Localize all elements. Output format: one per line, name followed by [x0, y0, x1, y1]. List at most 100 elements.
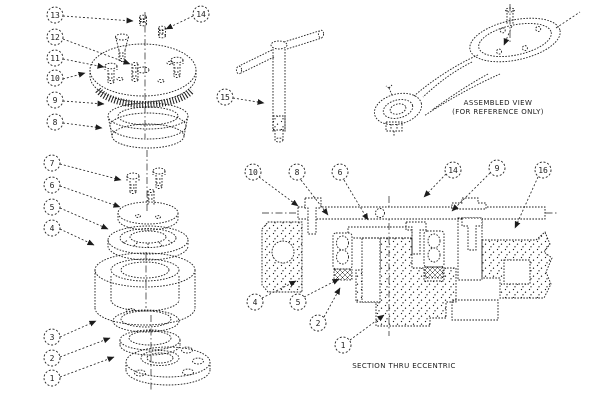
lower-step: [451, 299, 499, 321]
callout-circle: [331, 163, 349, 181]
callout-circle: [46, 6, 64, 24]
leader-line: [59, 207, 109, 230]
tie-rod: [297, 206, 546, 220]
screw-icon: [104, 62, 118, 84]
callout-number: 14: [196, 10, 206, 19]
callout-7: 7: [43, 154, 61, 172]
callout-14: 14: [192, 5, 210, 23]
leader-line: [59, 163, 122, 182]
assembled-view-caption: ASSEMBLED VIEW: [464, 99, 533, 107]
callout-circle: [46, 28, 64, 46]
leader-line: [62, 100, 105, 107]
callout-number: 2: [316, 319, 321, 328]
screw-icon: [126, 172, 140, 194]
shaft-relief: [503, 259, 531, 285]
spanner-tool: [235, 29, 325, 143]
leader-line: [165, 15, 194, 30]
arm: [413, 54, 501, 117]
leader-line: [300, 179, 329, 216]
clamp-bracket: [304, 197, 322, 235]
leader-line: [349, 314, 385, 341]
screw-icon: [152, 167, 166, 189]
stud-icon: [131, 62, 139, 82]
clamp-bracket: [461, 217, 483, 251]
clamp-bracket: [405, 221, 427, 255]
leader-line: [59, 228, 95, 246]
callout-circle: [534, 161, 552, 179]
callout-number: 2: [50, 354, 55, 363]
leader-line: [59, 356, 115, 378]
callout-10: 10: [46, 69, 64, 87]
callout-number: 6: [50, 181, 55, 190]
assembled-view-subcaption: (FOR REFERENCE ONLY): [452, 108, 544, 116]
leader-line: [62, 122, 103, 131]
leader-line: [514, 176, 539, 229]
callout-number: 1: [341, 341, 346, 350]
callout-number: 13: [50, 11, 60, 20]
retaining-ring: [112, 307, 180, 333]
leader-line: [423, 173, 447, 198]
callout-number: 9: [495, 164, 500, 173]
callout-1: 1: [43, 369, 61, 387]
locating-pin: [451, 197, 487, 210]
callout-15: 15: [216, 88, 234, 106]
callout-11: 11: [46, 49, 64, 67]
leader-line: [62, 58, 105, 69]
callout-4: 4: [43, 219, 61, 237]
callout-section-9: 9: [488, 159, 506, 177]
callout-circle: [46, 49, 64, 67]
callout-13: 13: [46, 6, 64, 24]
big-end: [469, 17, 561, 63]
leader-line: [303, 278, 340, 298]
eccentric-body: [355, 237, 457, 327]
callout-number: 12: [50, 33, 60, 42]
callout-circle: [43, 176, 61, 194]
callout-section-2: 2: [309, 314, 327, 332]
callout-section-10: 10: [244, 163, 262, 181]
knurled-grip: [272, 115, 286, 131]
callout-3: 3: [43, 328, 61, 346]
callout-section-4: 4: [246, 293, 264, 311]
ball-bearing: [332, 232, 353, 281]
leader-line: [62, 15, 134, 24]
callout-circle: [43, 369, 61, 387]
callout-circle: [288, 163, 306, 181]
callout-number: 4: [50, 224, 55, 233]
small-end: [373, 84, 423, 137]
exploded-view: [89, 12, 211, 392]
callout-circle: [43, 154, 61, 172]
callout-number: 3: [50, 333, 55, 342]
callout-circle: [488, 159, 506, 177]
callout-circle: [444, 161, 462, 179]
callout-number: 8: [295, 168, 300, 177]
callout-section-8: 8: [288, 163, 306, 181]
leader-line: [59, 185, 121, 208]
callout-number: 7: [50, 159, 55, 168]
callout-number: 10: [248, 168, 258, 177]
ring-gear: [95, 87, 195, 108]
callout-circle: [43, 198, 61, 216]
assembly-direction-arrow: [503, 25, 513, 46]
leader-line: [258, 176, 299, 207]
leader-line: [62, 38, 131, 65]
ball-bearing: [423, 230, 445, 279]
section-view: SECTION THRU ECCENTRIC: [261, 196, 558, 370]
callout-circle: [309, 314, 327, 332]
screw-icon: [115, 33, 129, 62]
callout-2: 2: [43, 349, 61, 367]
callout-section-5: 5: [289, 293, 307, 311]
reference-dash: [555, 11, 581, 29]
callout-number: 4: [253, 298, 258, 307]
top-screw: [505, 4, 515, 44]
screw-icon: [170, 56, 184, 78]
stud-icon: [147, 189, 155, 205]
leader-line: [59, 337, 111, 358]
leader-line: [59, 320, 97, 338]
callout-number: 1: [50, 374, 55, 383]
screw-icon: [139, 14, 147, 27]
section-view-caption: SECTION THRU ECCENTRIC: [352, 362, 456, 370]
callout-number: 14: [448, 166, 458, 175]
assembled-view: ASSEMBLED VIEW (FOR REFERENCE ONLY): [373, 4, 581, 137]
callout-5: 5: [43, 198, 61, 216]
